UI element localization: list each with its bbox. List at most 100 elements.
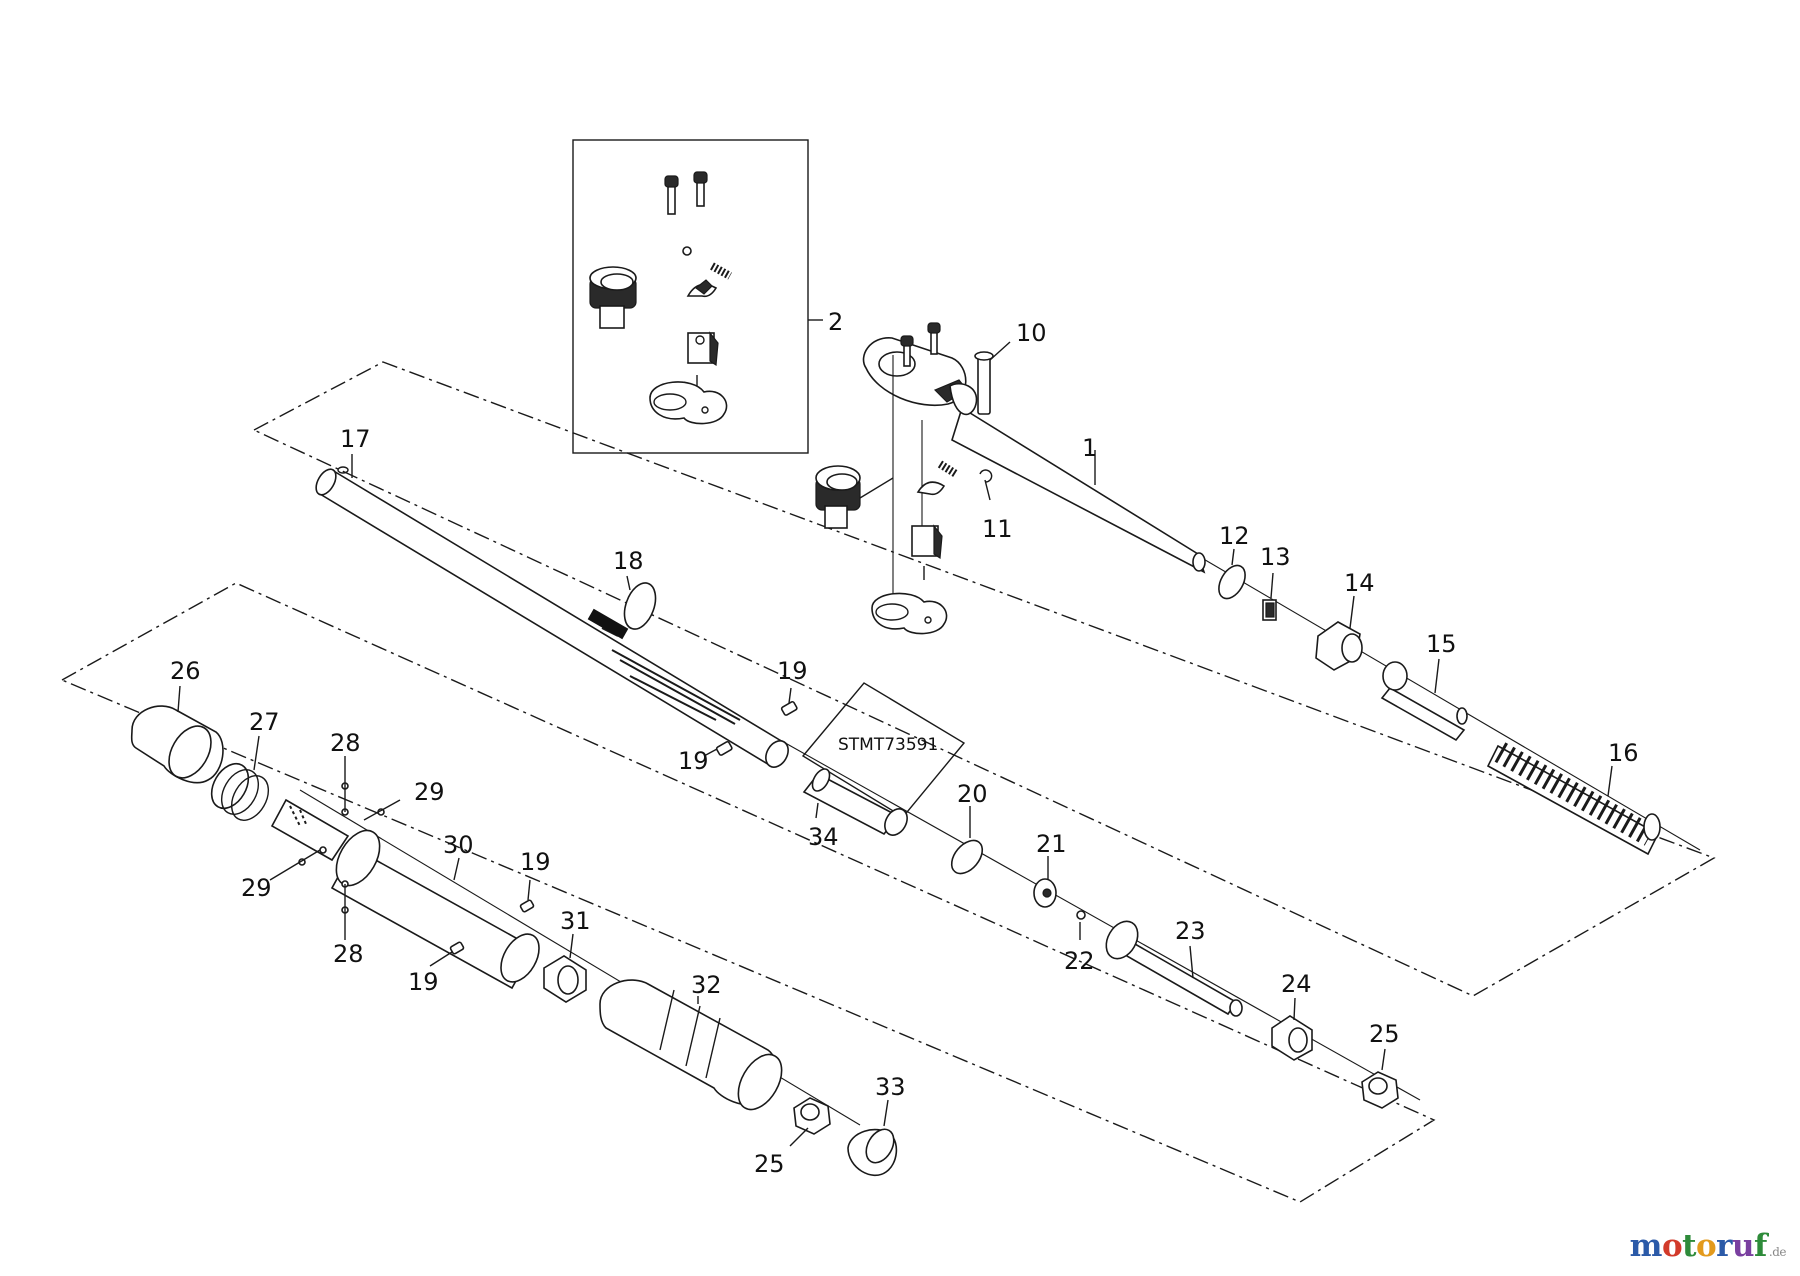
callout-12: 12 xyxy=(1219,522,1250,550)
spring-16 xyxy=(1486,742,1661,856)
callout-34: 34 xyxy=(808,823,839,851)
pin-19c xyxy=(519,899,535,913)
cap-26 xyxy=(130,705,224,784)
callout-19b: 19 xyxy=(678,747,709,775)
callout-28a: 28 xyxy=(330,729,361,757)
callout-18: 18 xyxy=(613,547,644,575)
inset-cover-plate xyxy=(649,381,728,425)
nut-25b xyxy=(793,1097,831,1135)
callout-17: 17 xyxy=(340,425,371,453)
callout-10: 10 xyxy=(1016,319,1047,347)
washer-21 xyxy=(1033,878,1057,908)
callout-13: 13 xyxy=(1260,543,1291,571)
grip-32 xyxy=(599,979,783,1111)
leader-13 xyxy=(1270,572,1274,599)
brand-letter: o xyxy=(1695,1228,1717,1264)
pin-19d xyxy=(449,941,465,955)
callout-19a: 19 xyxy=(777,657,808,685)
inset-knob xyxy=(589,266,637,329)
kit-box-34 xyxy=(801,682,966,836)
leader-11 xyxy=(984,479,991,501)
callout-25b: 25 xyxy=(754,1150,785,1178)
ring-20 xyxy=(950,839,984,875)
brand-tld: .de xyxy=(1768,1245,1787,1259)
callout-29b: 29 xyxy=(241,874,272,902)
callout-21: 21 xyxy=(1036,830,1067,858)
leader-24 xyxy=(1293,997,1296,1021)
axis-handle xyxy=(1194,553,1701,851)
inset-pawl xyxy=(686,279,718,298)
group-outline-upper xyxy=(253,361,1716,997)
ring-12 xyxy=(1218,564,1246,600)
kit-label: STMT73591 xyxy=(838,735,938,755)
ratchet-kit-inset-box xyxy=(572,139,809,454)
ball-22 xyxy=(1076,910,1086,920)
callout-2: 2 xyxy=(828,308,843,336)
head-screws xyxy=(900,322,941,367)
brand-logo: motoruf.de xyxy=(1629,1228,1787,1264)
leader-26 xyxy=(177,685,181,713)
ring-18 xyxy=(623,582,657,630)
nut-25a xyxy=(1361,1071,1399,1109)
callout-15: 15 xyxy=(1426,630,1457,658)
callout-16: 16 xyxy=(1608,739,1639,767)
rod-15 xyxy=(1380,661,1468,742)
leader-18 xyxy=(626,575,631,591)
callout-22: 22 xyxy=(1064,947,1095,975)
callout-31: 31 xyxy=(560,907,591,935)
cap-33 xyxy=(847,1128,898,1177)
leader-23 xyxy=(1189,945,1194,979)
cover-plate xyxy=(871,592,948,635)
collar-31 xyxy=(543,955,587,1003)
leader-19b xyxy=(703,748,718,757)
callout-25a: 25 xyxy=(1369,1020,1400,1048)
spring-27 xyxy=(210,762,270,821)
callout-24: 24 xyxy=(1281,970,1312,998)
callout-28b: 28 xyxy=(333,940,364,968)
square-13 xyxy=(1262,599,1277,621)
callout-19d: 19 xyxy=(408,968,439,996)
ratchet-knob xyxy=(815,465,894,529)
callout-29a: 29 xyxy=(414,778,445,806)
inset-screws xyxy=(664,171,708,256)
pin-10 xyxy=(974,351,994,415)
brand-letter: t xyxy=(1682,1228,1696,1264)
bushing-24 xyxy=(1271,1015,1313,1061)
tube-17 xyxy=(315,466,789,768)
rod-23 xyxy=(1105,920,1243,1017)
group-outline-lower xyxy=(61,582,1436,1203)
leader-10 xyxy=(989,341,1011,361)
spring-11-area xyxy=(911,460,993,580)
leader-19d xyxy=(429,951,453,967)
leader-29a xyxy=(363,799,401,821)
bushing-14 xyxy=(1315,621,1363,671)
callout-32: 32 xyxy=(691,971,722,999)
callout-26: 26 xyxy=(170,657,201,685)
inset-spring xyxy=(710,262,732,280)
leader-31 xyxy=(569,933,574,959)
leader-19a xyxy=(788,687,792,704)
callout-30: 30 xyxy=(443,831,474,859)
leader-19c xyxy=(527,879,531,901)
callout-19c: 19 xyxy=(520,848,551,876)
leader-16 xyxy=(1607,765,1613,797)
brand-letter: o xyxy=(1661,1228,1683,1264)
leader-27 xyxy=(253,735,260,771)
pin-19b xyxy=(715,740,733,756)
leader-29b xyxy=(269,849,321,881)
brand-letter: m xyxy=(1629,1228,1663,1264)
callout-11: 11 xyxy=(982,515,1013,543)
callout-23: 23 xyxy=(1175,917,1206,945)
brand-letter: u xyxy=(1732,1228,1755,1264)
leader-30 xyxy=(453,857,460,881)
tube-30 xyxy=(270,798,540,990)
axis-tube xyxy=(779,739,1421,1101)
brand-letters: motoruf xyxy=(1629,1228,1768,1264)
callout-27: 27 xyxy=(249,708,280,736)
callout-14: 14 xyxy=(1344,569,1375,597)
callout-20: 20 xyxy=(957,780,988,808)
inset-block xyxy=(687,331,719,388)
brand-letter: r xyxy=(1716,1228,1732,1264)
